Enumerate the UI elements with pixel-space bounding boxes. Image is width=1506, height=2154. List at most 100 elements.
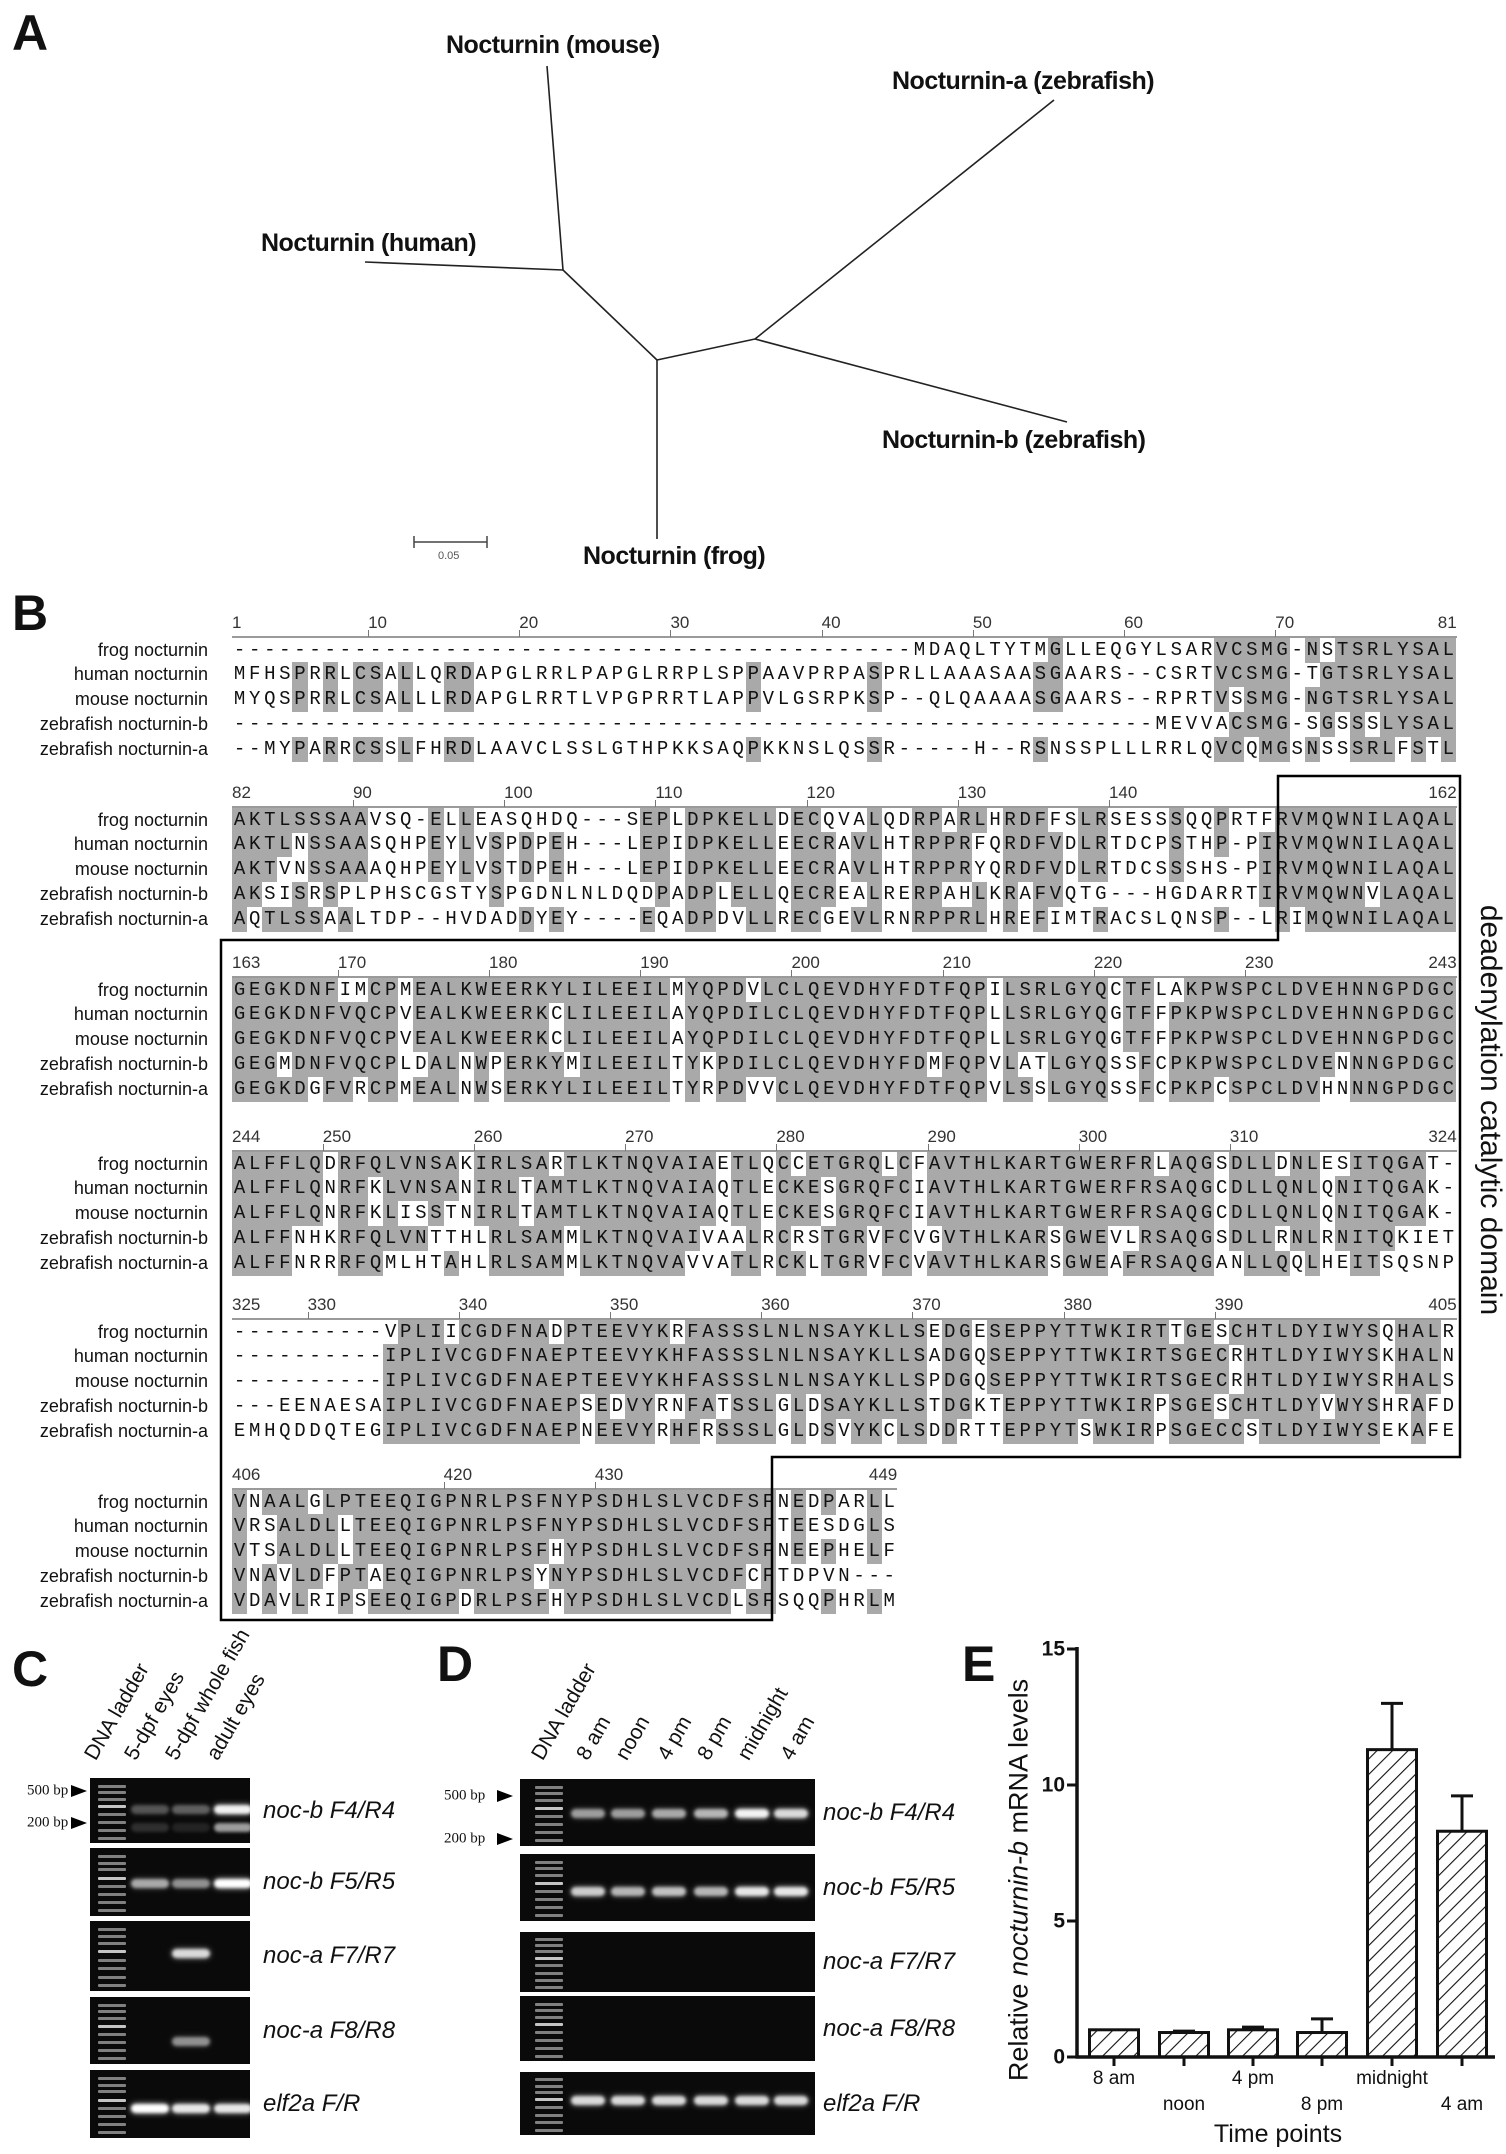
band (131, 1804, 169, 1814)
band (774, 1886, 808, 1896)
ladder-band (98, 2010, 126, 2014)
band (571, 1808, 605, 1818)
gel-strip (520, 1996, 815, 2061)
ladder-band (535, 2090, 563, 2094)
ladder-band (535, 1792, 563, 1796)
ladder-band (535, 2121, 563, 2125)
ladder-band (535, 1890, 563, 1894)
ladder-band (535, 1906, 563, 1910)
scale-bar-label: 0.05 (438, 550, 460, 562)
band (611, 1808, 645, 1818)
y-tick-label: 15 (1041, 1637, 1065, 1661)
ladder-band (98, 1784, 126, 1788)
ladder-band (98, 1828, 126, 1832)
branch-zebrafish-b (754, 338, 1068, 423)
ruler-tick (972, 630, 974, 637)
primer-label: noc-a F7/R7 (823, 1948, 956, 1975)
x-tick-label: 4 am (1440, 2094, 1484, 2115)
species-label: mouse nocturnin (74, 1029, 208, 1050)
band (611, 2096, 645, 2106)
ladder-band (98, 1836, 126, 1840)
ladder-band (98, 1909, 126, 1913)
ladder-band (535, 1882, 563, 1886)
gel-strip (90, 1921, 250, 1991)
species-label: frog nocturnin (97, 809, 208, 830)
ladder-band (535, 2031, 563, 2035)
ladder-band (535, 1867, 563, 1871)
ruler-tick (1124, 630, 1126, 637)
band (131, 1879, 169, 1889)
x-tick-label: 8 am (1092, 2068, 1136, 2089)
band (571, 1886, 605, 1896)
marker-arrow-icon (497, 1833, 513, 1845)
species-label: frog nocturnin (97, 1491, 208, 1512)
ladder-band (98, 1984, 126, 1987)
ladder-band (98, 1942, 126, 1945)
band (735, 1808, 769, 1818)
ladder-band (535, 2098, 563, 2102)
bar (1088, 2028, 1140, 2059)
species-label: mouse nocturnin (74, 859, 208, 880)
species-label: zebrafish nocturnin-a (39, 1590, 208, 1611)
species-label: mouse nocturnin (74, 1541, 208, 1562)
band (694, 1886, 728, 1896)
ladder-band (535, 2106, 563, 2110)
ladder-band (535, 1807, 563, 1811)
ladder-band (98, 1884, 126, 1888)
species-label: zebrafish nocturnin-a (39, 908, 208, 929)
species-label: human nocturnin (73, 1346, 208, 1367)
bar (1296, 2031, 1348, 2059)
band (131, 1823, 169, 1833)
ruler-number: 50 (972, 613, 992, 632)
ladder-band (535, 1944, 563, 1947)
ladder-band (98, 1935, 126, 1938)
species-label: mouse nocturnin (74, 1371, 208, 1392)
primer-label: noc-a F8/R8 (263, 2016, 396, 2044)
ladder-band (98, 2114, 126, 2118)
ladder-band (98, 2090, 126, 2094)
band (131, 2104, 169, 2114)
ladder-band (535, 2038, 563, 2042)
ruler-tick (670, 630, 672, 637)
ladder-band (98, 2076, 126, 2080)
primer-label: noc-a F8/R8 (823, 2014, 956, 2042)
band (214, 1879, 250, 1889)
ladder-band (535, 2054, 563, 2058)
ladder-band (98, 2083, 126, 2087)
ruler-tick (519, 630, 521, 637)
ladder-band (98, 2017, 126, 2021)
branch-mouse (546, 65, 564, 271)
ladder-band (98, 1854, 126, 1858)
species-label: zebrafish nocturnin-a (39, 1252, 208, 1273)
species-label: zebrafish nocturnin-b (39, 883, 208, 904)
gel-strip (520, 2072, 815, 2135)
ladder-band (535, 2046, 563, 2050)
species-label: zebrafish nocturnin-a (39, 1078, 208, 1099)
x-axis-label: Time points (1213, 2120, 1343, 2148)
ladder-band (98, 2033, 126, 2037)
bar (1158, 2031, 1210, 2059)
y-axis-label-gene: nocturnin-b (1003, 1840, 1034, 1977)
ladder-band (98, 2003, 126, 2007)
ladder-band (535, 2023, 563, 2027)
ladder-band (535, 1986, 563, 1989)
panel-label-e: E (962, 1636, 996, 1692)
primer-label: noc-b F4/R4 (823, 1798, 956, 1826)
band (172, 1804, 210, 1814)
ladder-band (535, 1978, 563, 1982)
ladder-band (98, 1876, 126, 1880)
species-label: zebrafish nocturnin-a (39, 738, 208, 759)
band (774, 2096, 808, 2106)
ladder-band (98, 1967, 126, 1971)
band (172, 1948, 210, 1958)
ladder-band (98, 2131, 126, 2135)
ruler-number: 70 (1275, 613, 1295, 632)
band (652, 2096, 686, 2106)
ladder-band (535, 1914, 563, 1918)
ladder-band (535, 1898, 563, 1902)
ladder-band (98, 1813, 126, 1817)
ladder-band (98, 1901, 126, 1905)
scale-bar (413, 536, 488, 548)
band (735, 1886, 769, 1896)
